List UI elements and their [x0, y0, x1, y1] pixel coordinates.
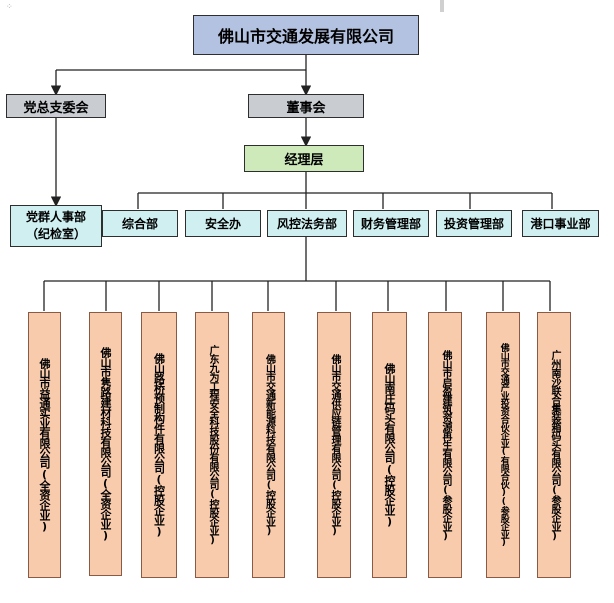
- subsidiary-box-1: 佛山市益通实业有限公司(全资企业): [28, 312, 61, 578]
- subsidiary-box-4: 广东九为工程安全科技股份有限公司(控股企业): [195, 312, 229, 578]
- subsidiary-box-6: 佛山市交通供应链管理有限公司(控股企业): [317, 312, 351, 578]
- subsidiary-label: 佛山市隽路建材科技有限公司(全资企业): [99, 347, 112, 541]
- board-box: 董事会: [248, 94, 364, 118]
- dept-touzi: 投资管理部: [436, 210, 512, 237]
- subsidiary-box-9: 佛山市交通产业投资合伙企业(有限合伙)(参股企业): [486, 312, 520, 578]
- subsidiary-box-8: 佛山市启盈建筑资源再生有限公司(参股企业): [428, 312, 462, 578]
- dept-label: 财务管理部: [360, 217, 421, 231]
- dept-label: 港口事业部: [530, 217, 591, 231]
- subsidiary-box-2: 佛山市隽路建材科技有限公司(全资企业): [89, 312, 122, 576]
- subsidiary-box-3: 佛山路桥预制构件有限公司(控股企业): [141, 312, 177, 578]
- subsidiary-box-10: 广州南沙联合集装箱码头有限公司(参股企业): [537, 312, 571, 578]
- subsidiary-label: 佛山市启盈建筑资源再生有限公司(参股企业): [440, 349, 451, 541]
- dept-zonghe: 综合部: [102, 210, 178, 237]
- company-title: 佛山市交通发展有限公司: [217, 27, 394, 46]
- dept-fengkong: 风控法务部: [267, 210, 347, 237]
- subsidiary-label: 广州南沙联合集装箱码头有限公司(参股企业): [549, 349, 560, 541]
- scrollbar[interactable]: [440, 0, 444, 12]
- party-hr-label-2: （纪检室）: [25, 227, 86, 241]
- dept-label: 综合部: [121, 217, 158, 231]
- subsidiary-label: 广东九为工程安全科技股份有限公司(控股企业): [207, 345, 218, 545]
- party-hr-box: 党群人事部 （纪检室）: [10, 205, 102, 247]
- company-box: 佛山市交通发展有限公司: [193, 15, 419, 55]
- management-label: 经理层: [284, 153, 324, 168]
- subsidiary-label: 佛山路桥预制构件有限公司(控股企业): [152, 353, 166, 537]
- management-box: 经理层: [244, 145, 364, 172]
- subsidiary-label: 佛山市交通供应链管理有限公司(控股企业): [329, 354, 340, 536]
- dept-label: 投资管理部: [443, 217, 504, 231]
- party-committee-box: 党总支委会: [6, 94, 106, 118]
- dept-anquan: 安全办: [185, 210, 261, 237]
- dept-label: 风控法务部: [276, 217, 337, 231]
- subsidiary-box-5: 佛山市交通新能源科技有限公司(控股企业): [252, 312, 285, 578]
- subsidiary-label: 佛山市益通实业有限公司(全资企业): [38, 358, 51, 532]
- subsidiary-box-7: 佛山南庄码头有限公司(控股企业): [372, 312, 407, 578]
- dept-gangkou: 港口事业部: [522, 210, 599, 237]
- subsidiary-label: 佛山南庄码头有限公司(控股企业): [383, 363, 396, 527]
- party-committee-label: 党总支委会: [23, 100, 89, 116]
- subsidiary-label: 佛山市交通产业投资合伙企业(有限合伙)(参股企业): [498, 343, 509, 547]
- party-hr-label-1: 党群人事部: [25, 210, 86, 224]
- drag-handle-icon[interactable]: ⁘: [6, 2, 13, 11]
- subsidiary-label: 佛山市交通新能源科技有限公司(控股企业): [263, 354, 275, 536]
- board-label: 董事会: [286, 100, 326, 116]
- dept-caiwu: 财务管理部: [353, 210, 429, 237]
- dept-label: 安全办: [204, 217, 241, 231]
